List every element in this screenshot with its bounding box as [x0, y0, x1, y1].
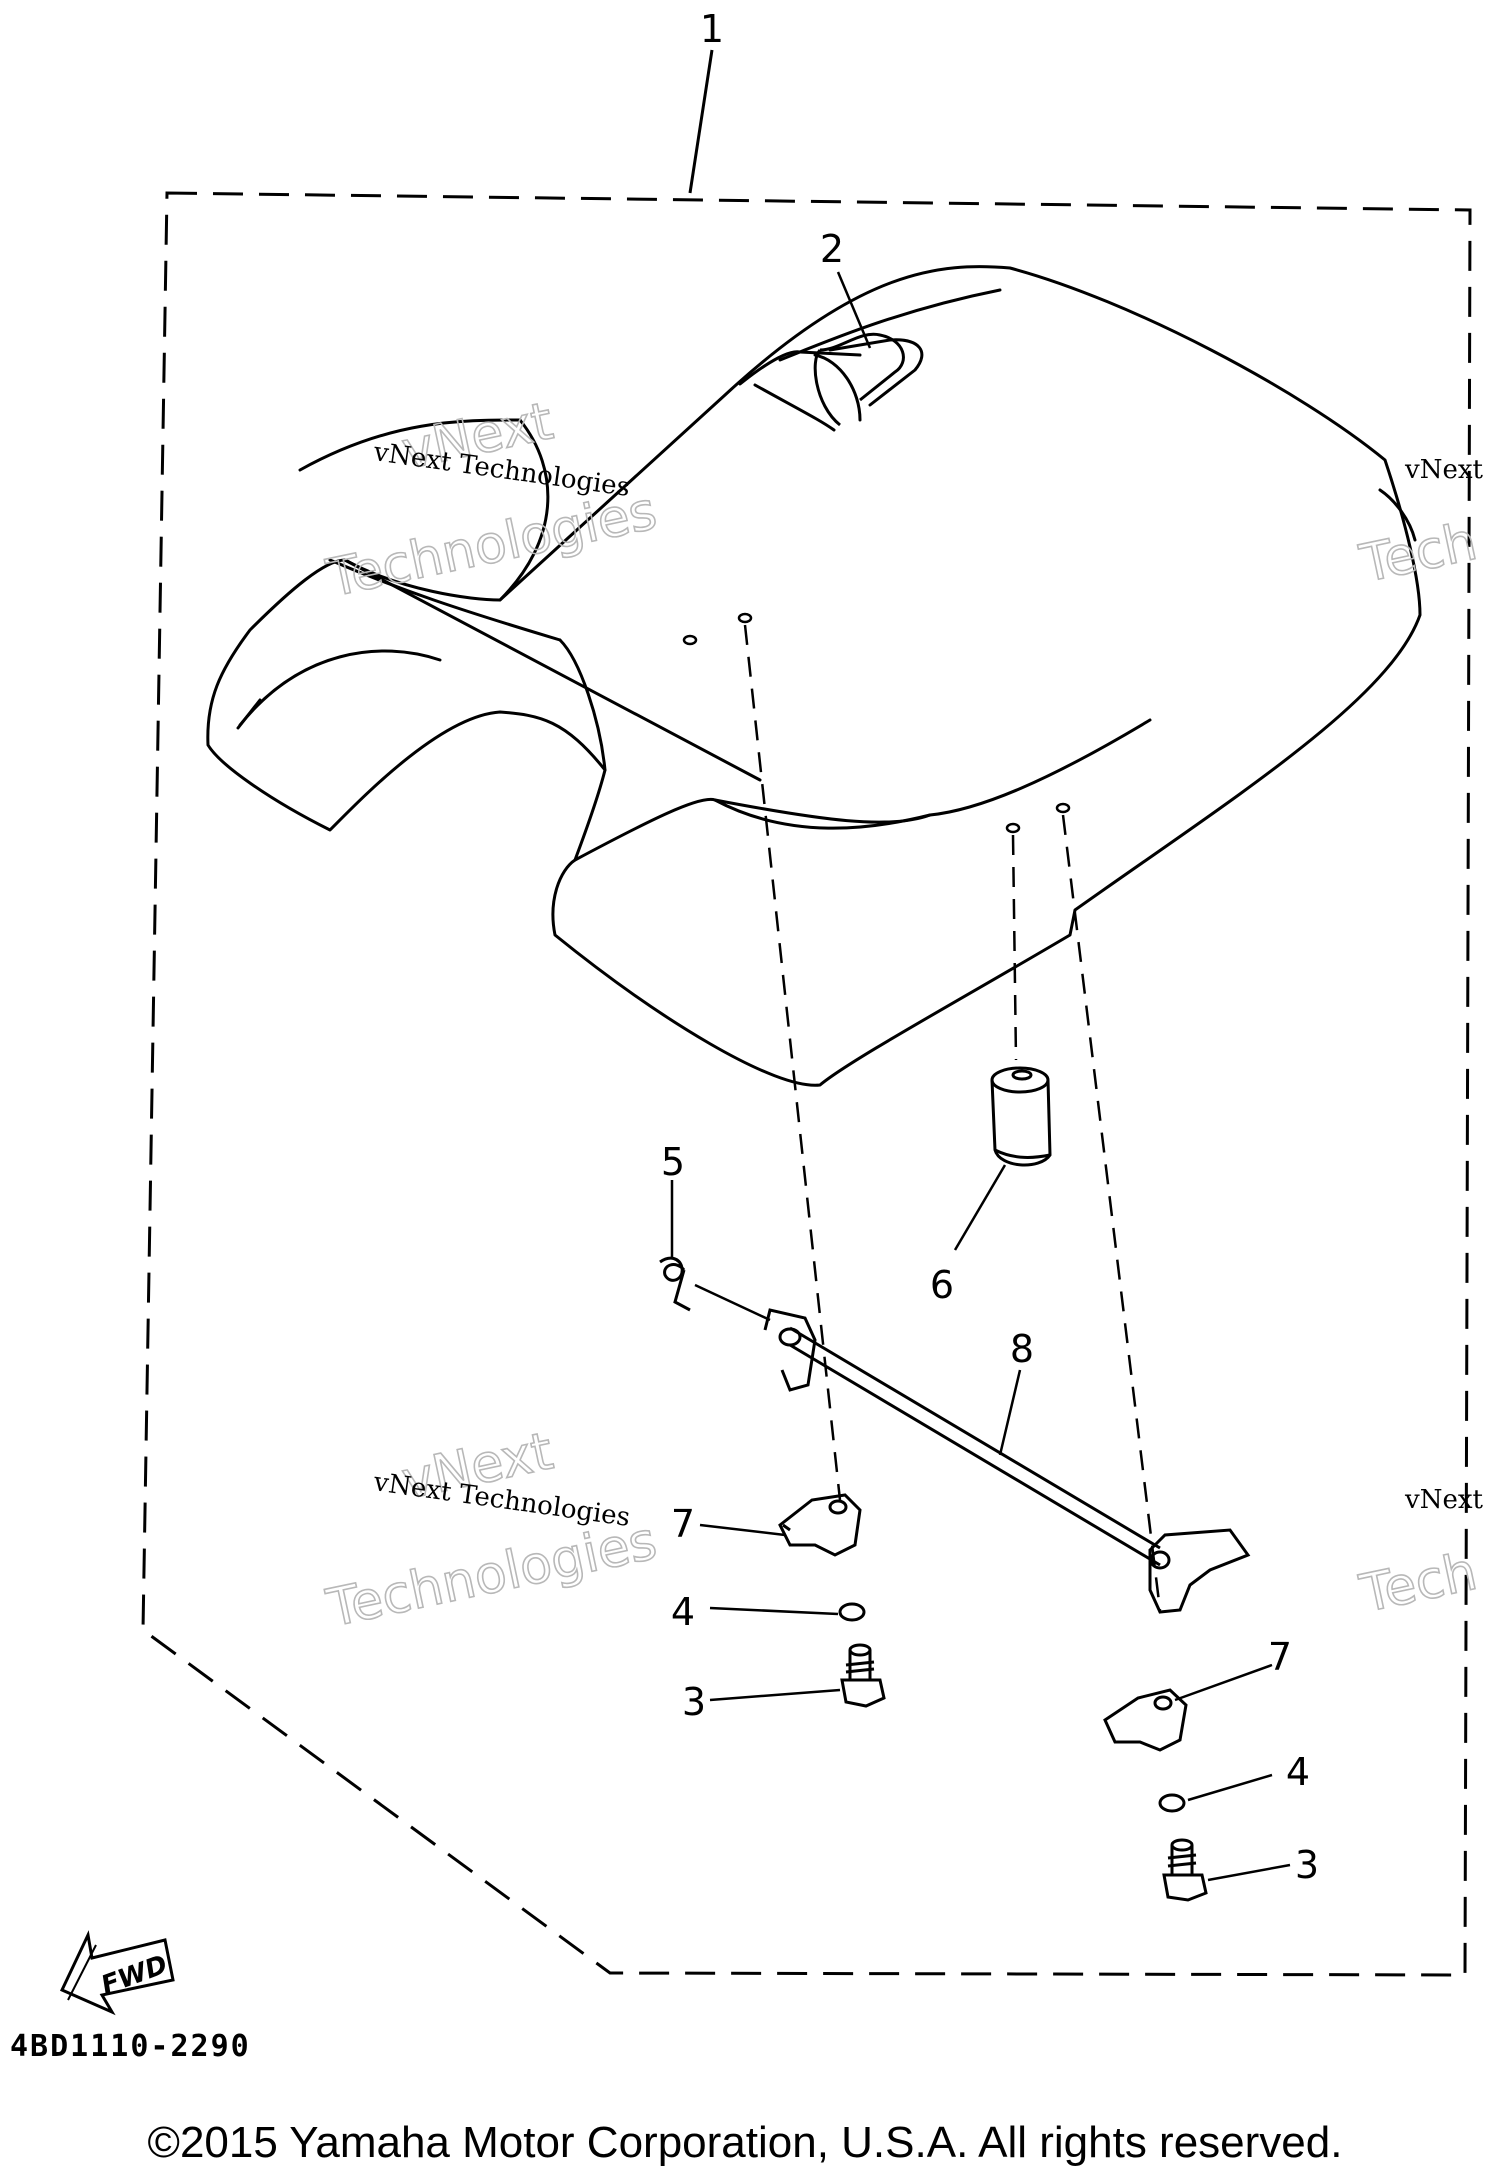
part-code: 4BD1110-2290 [10, 2029, 251, 2064]
part-2-tab [813, 332, 905, 427]
leader-7a [699, 1523, 786, 1537]
callout-3b: 3 [1295, 1843, 1319, 1887]
rod-bracket-right [1148, 1528, 1251, 1614]
callout-2: 2 [820, 227, 844, 271]
watermark-top: vNext Technologies vNext Technologies [321, 391, 663, 611]
leader-4a [709, 1606, 839, 1616]
mounting-holes [682, 612, 1071, 834]
leader-8 [998, 1369, 1022, 1456]
watermark-middle: vNext Technologies vNext Technologies [321, 1421, 663, 1641]
part-3a-bolt [840, 1643, 886, 1708]
part-3b-bolt [1162, 1838, 1208, 1902]
callout-5: 5 [661, 1140, 685, 1184]
rod-bracket-left [763, 1308, 817, 1392]
leader-6 [953, 1164, 1007, 1251]
leader-7b [1174, 1663, 1273, 1702]
watermark-edge-middle: vNext Tech [1354, 1485, 1484, 1626]
watermark-edge-small: vNext [1404, 1485, 1483, 1515]
watermark-edge-big: Tech [1355, 1542, 1482, 1625]
part-4b-washer [1158, 1793, 1186, 1813]
fwd-arrow-icon: FWD [59, 1930, 175, 2016]
leader-3a [709, 1688, 841, 1702]
watermark-edge-small: vNext [1404, 455, 1483, 485]
callout-labels: 1 2 3 3 4 4 5 6 7 7 8 [661, 7, 1319, 1887]
part-8-rod [789, 1326, 1161, 1567]
leader-3b [1207, 1863, 1291, 1882]
leader-1 [688, 49, 714, 194]
callout-7a: 7 [671, 1502, 695, 1546]
part-6-damper [990, 1066, 1052, 1167]
watermark-edge-top: vNext Tech [1354, 455, 1484, 596]
callout-6: 6 [930, 1263, 954, 1307]
callout-8: 8 [1010, 1327, 1034, 1371]
callout-1: 1 [700, 7, 724, 51]
part-4a-washer [838, 1602, 866, 1622]
alignment-lines [743, 624, 1162, 1611]
seat-part [206, 265, 1422, 1087]
watermark-edge-big: Tech [1355, 512, 1482, 595]
fwd-label: FWD [97, 1950, 171, 2001]
assembly-boundary [141, 191, 1472, 1977]
part-7a-clamp [778, 1493, 862, 1557]
leader-2 [836, 271, 872, 349]
part-5-spring [659, 1256, 691, 1312]
callout-3a: 3 [682, 1680, 706, 1724]
part-7b-clamp [1103, 1688, 1188, 1752]
callout-4b: 4 [1286, 1750, 1310, 1794]
spring-to-rod-line [694, 1283, 771, 1322]
callout-7b: 7 [1268, 1635, 1292, 1679]
leader-4b [1187, 1773, 1273, 1802]
callout-4a: 4 [671, 1590, 695, 1634]
copyright-notice: ©2015 Yamaha Motor Corporation, U.S.A. A… [147, 2118, 1343, 2167]
